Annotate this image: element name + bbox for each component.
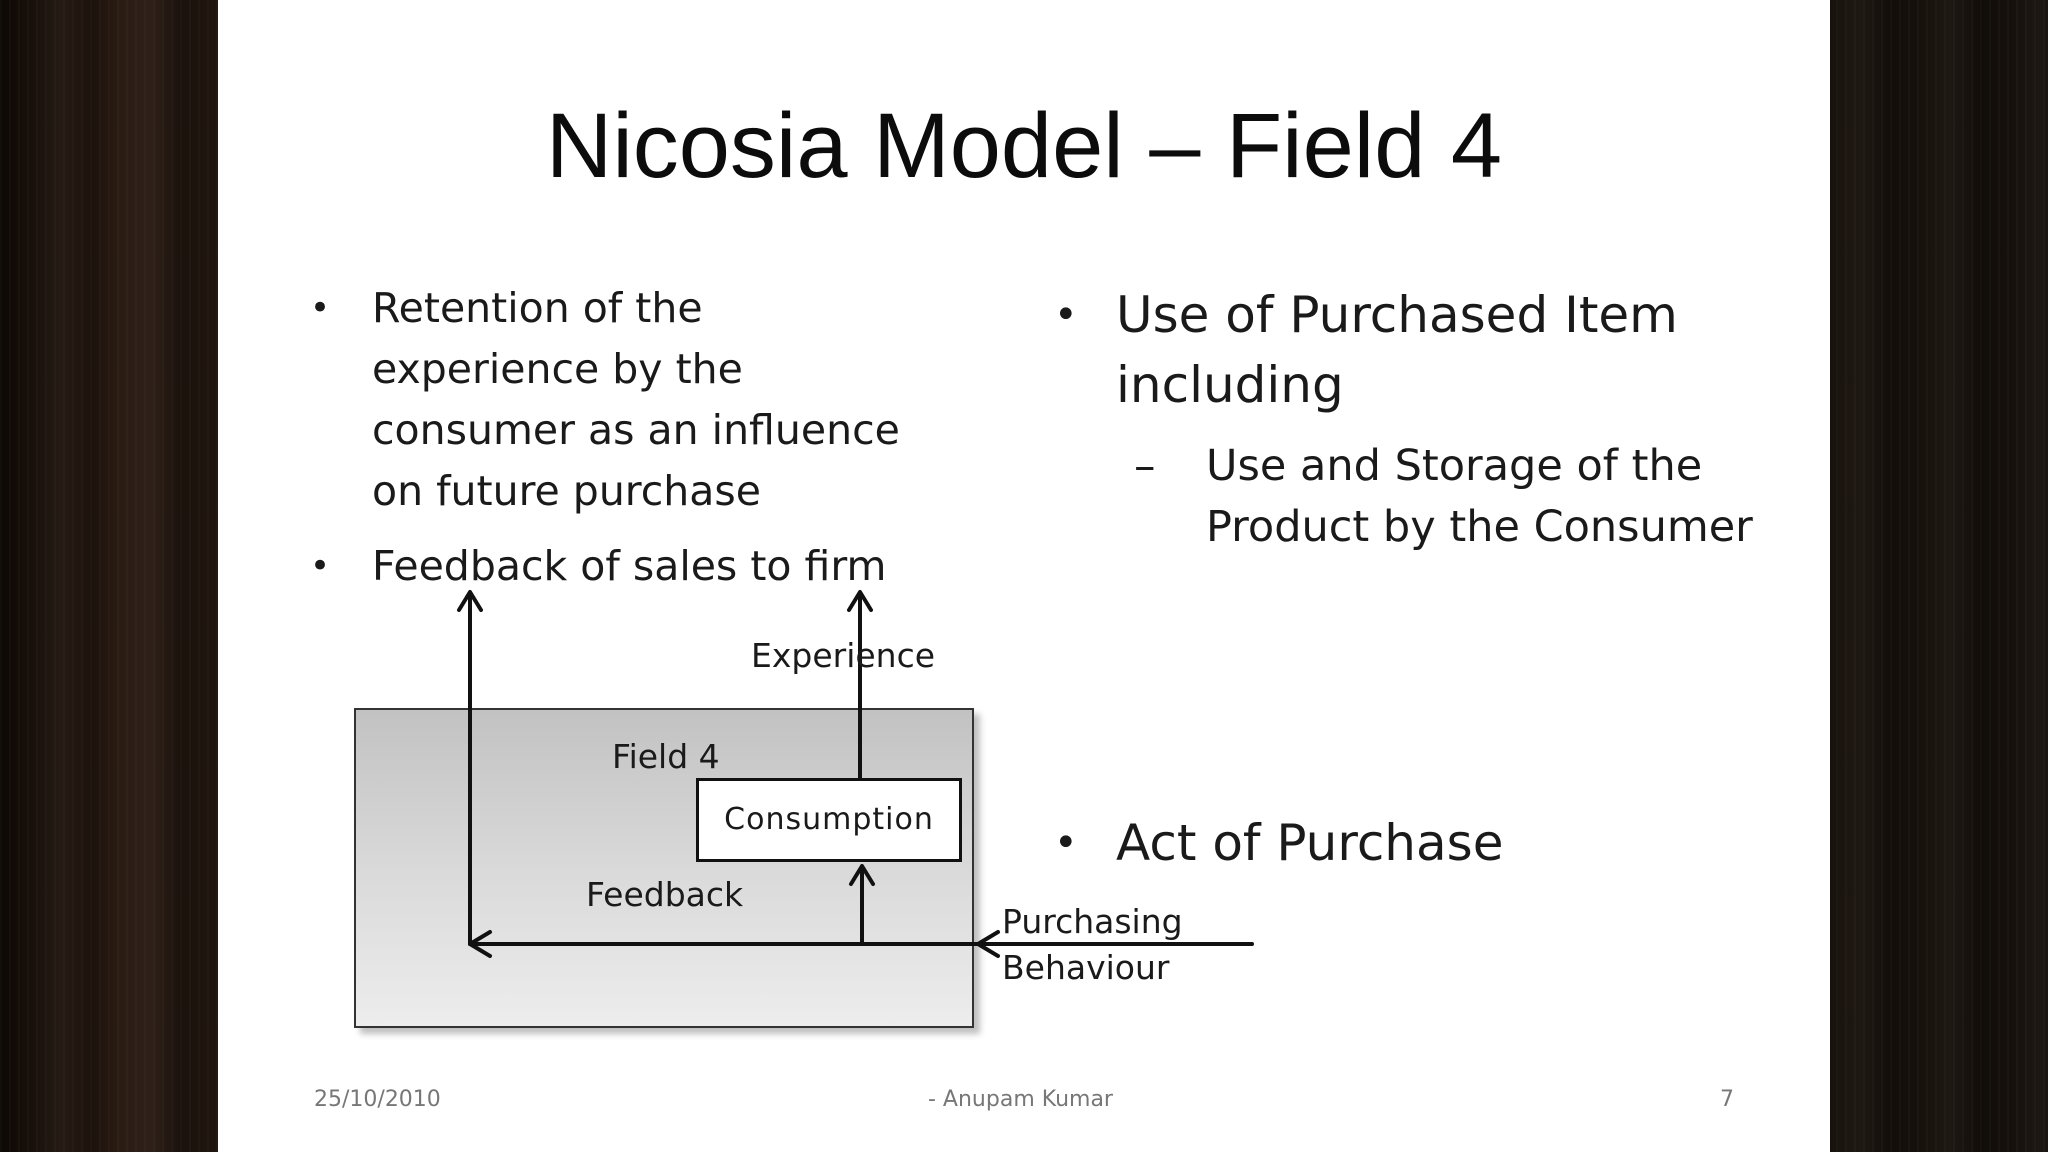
bullet-act-of-purchase: • Act of Purchase: [1054, 808, 1716, 878]
experience-label: Experience: [751, 636, 936, 675]
behaviour-label: Behaviour: [1002, 948, 1170, 987]
consumption-box: Consumption: [696, 778, 962, 862]
footer-date: 25/10/2010: [314, 1087, 441, 1112]
left-bullet-list: • Retention of the experience by the con…: [310, 278, 930, 597]
input-arrowhead: [976, 930, 1000, 958]
consumption-up-arrowhead: [849, 864, 875, 886]
purchasing-label: Purchasing: [1002, 902, 1183, 941]
footer-page-number: 7: [1720, 1087, 1734, 1112]
sub-bullet-use-and-storage: – Use and Storage of the Product by the …: [1134, 436, 1846, 558]
bullet-dot: •: [310, 288, 331, 328]
slide-title: Nicosia Model – Field 4: [545, 95, 1503, 197]
feedback-label: Feedback: [586, 875, 744, 914]
bullet-text: Act of Purchase: [1116, 814, 1504, 872]
field-4-box: [354, 708, 974, 1028]
flow-arrows: [457, 590, 1254, 958]
presentation-slide: Nicosia Model – Field 4 • Retention of t…: [218, 0, 1830, 1152]
field-4-label: Field 4: [612, 737, 720, 776]
bullet-feedback: • Feedback of sales to firm: [310, 536, 930, 597]
bullet-use-of-item: • Use of Purchased Item including: [1054, 280, 1774, 420]
feedback-up-arrowhead: [457, 590, 483, 612]
bullet-dot: •: [1054, 820, 1078, 866]
bullet-text: Feedback of sales to firm: [372, 542, 887, 590]
dash-marker: –: [1134, 441, 1156, 491]
right-bullet-list: • Use of Purchased Item including: [1054, 280, 1774, 420]
footer-author: - Anupam Kumar: [928, 1087, 1113, 1112]
bullet-dot: •: [310, 546, 331, 586]
bullet-dot: •: [1054, 292, 1078, 338]
bullet-retention: • Retention of the experience by the con…: [310, 278, 930, 522]
bullet-text: Use of Purchased Item including: [1116, 286, 1678, 414]
bullet-text: Retention of the experience by the consu…: [372, 284, 900, 515]
experience-up-arrowhead: [847, 590, 873, 612]
sub-bullet-text: Use and Storage of the Product by the Co…: [1206, 441, 1753, 552]
